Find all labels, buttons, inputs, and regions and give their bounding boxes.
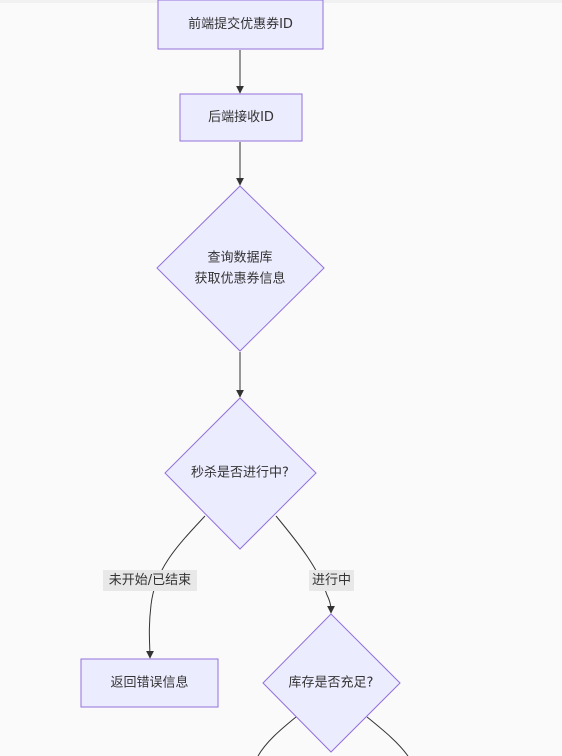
- edge-label-not-started-text: 未开始/已结束: [109, 573, 191, 588]
- node-seckill-in-progress: 秒杀是否进行中?: [164, 397, 317, 550]
- node-query-line2: 获取优惠券信息: [194, 271, 285, 287]
- node-submit-label: 前端提交优惠券ID: [188, 16, 293, 32]
- node-query-line1: 查询数据库: [207, 250, 272, 266]
- node-error-label: 返回错误信息: [110, 675, 188, 691]
- node-query-database: 查询数据库 获取优惠券信息: [156, 185, 325, 352]
- edge-not-started: [145, 515, 206, 659]
- edge-stock-right: [366, 716, 409, 756]
- edge-label-ongoing: 进行中: [309, 570, 354, 591]
- edge-ongoing: [275, 515, 335, 614]
- edge-stock-left: [257, 716, 297, 756]
- node-stock-sufficient: 库存是否充足?: [262, 613, 401, 753]
- node-stock-label: 库存是否充足?: [289, 675, 374, 691]
- node-receive-label: 后端接收ID: [208, 109, 274, 125]
- node-return-error: 返回错误信息: [80, 658, 219, 708]
- node-backend-receive: 后端接收ID: [179, 93, 303, 142]
- edge-label-not-started: 未开始/已结束: [103, 570, 197, 591]
- node-submit-coupon-id: 前端提交优惠券ID: [157, 0, 324, 50]
- edge-label-ongoing-text: 进行中: [312, 573, 351, 588]
- node-in-progress-label: 秒杀是否进行中?: [191, 466, 289, 481]
